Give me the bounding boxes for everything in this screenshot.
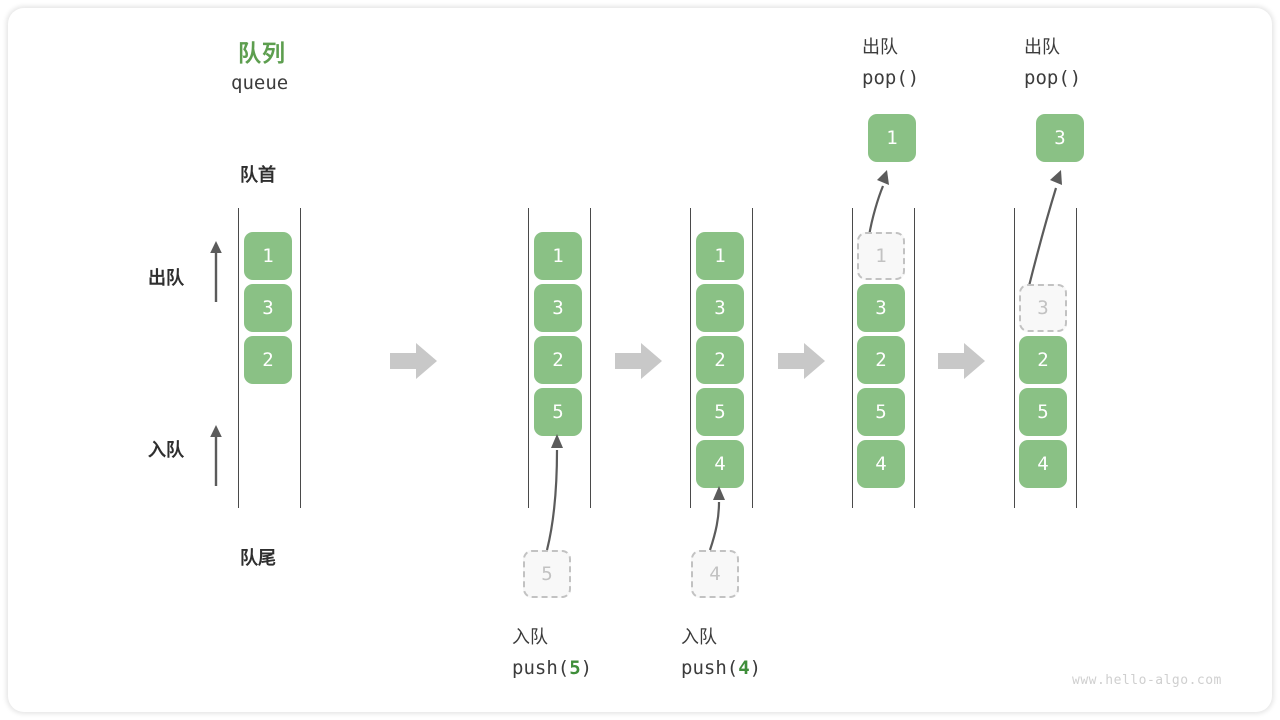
queue-rail-left (528, 208, 529, 508)
step-transition-arrow-icon (778, 343, 825, 379)
queue-front-label: 队首 (240, 165, 276, 185)
queue-cell: 5 (857, 388, 905, 436)
queue-cell: 1 (244, 232, 292, 280)
queue-cell: 2 (244, 336, 292, 384)
queue-cell-ghost: 1 (857, 232, 905, 280)
push-motion-arrow-icon (545, 434, 563, 551)
queue-rail-left (1014, 208, 1015, 508)
pop-motion-arrow-icon (1026, 170, 1062, 291)
diagram-title-cn: 队列 (238, 40, 286, 66)
queue-rear-label: 队尾 (240, 548, 276, 568)
queue-rail-right (914, 208, 915, 508)
queue-cell: 2 (1019, 336, 1067, 384)
queue-cell: 5 (696, 388, 744, 436)
enqueue-direction-arrow-icon (210, 425, 222, 486)
queue-rail-left (852, 208, 853, 508)
operation-code-prefix: push( (681, 657, 739, 679)
queue-cell: 2 (534, 336, 582, 384)
operation-code-arg: 5 (569, 657, 581, 679)
queue-cell-ghost: 3 (1019, 284, 1067, 332)
operation-code-suffix: ) (749, 657, 762, 679)
operation-code: push(4) (681, 657, 761, 679)
queue-cell: 2 (696, 336, 744, 384)
queue-cell: 3 (244, 284, 292, 332)
queue-cell: 1 (696, 232, 744, 280)
operation-label-cn: 出队 (862, 37, 898, 57)
incoming-element-ghost: 4 (691, 550, 739, 598)
queue-cell: 3 (857, 284, 905, 332)
push-motion-arrow-icon (708, 486, 725, 551)
diagram-title-en: queue (231, 72, 289, 94)
step-transition-arrow-icon (938, 343, 985, 379)
operation-code: pop() (1024, 67, 1082, 89)
queue-rail-left (238, 208, 239, 508)
queue-cell: 3 (696, 284, 744, 332)
popped-element: 1 (868, 114, 916, 162)
operation-label-cn: 出队 (1024, 37, 1060, 57)
dequeue-direction-arrow-icon (210, 241, 222, 302)
operation-code-suffix: ) (580, 657, 593, 679)
dequeue-direction-label: 出队 (148, 268, 184, 288)
enqueue-direction-label: 入队 (148, 440, 184, 460)
incoming-element-ghost: 5 (523, 550, 571, 598)
operation-code-prefix: push( (512, 657, 570, 679)
step-transition-arrow-icon (390, 343, 437, 379)
queue-rail-right (300, 208, 301, 508)
site-watermark: www.hello-algo.com (1072, 673, 1222, 688)
queue-cell: 2 (857, 336, 905, 384)
operation-code-arg: 4 (738, 657, 750, 679)
queue-cell: 4 (857, 440, 905, 488)
queue-rail-right (590, 208, 591, 508)
step-transition-arrow-icon (615, 343, 662, 379)
queue-rail-right (1076, 208, 1077, 508)
operation-label-cn: 入队 (512, 627, 548, 647)
queue-cell: 5 (1019, 388, 1067, 436)
queue-cell: 3 (534, 284, 582, 332)
operation-code: pop() (862, 67, 920, 89)
operation-code: push(5) (512, 657, 592, 679)
popped-element: 3 (1036, 114, 1084, 162)
pop-motion-arrow-icon (867, 170, 889, 237)
queue-cell: 5 (534, 388, 582, 436)
queue-rail-right (752, 208, 753, 508)
queue-cell: 4 (696, 440, 744, 488)
queue-cell: 1 (534, 232, 582, 280)
queue-cell: 4 (1019, 440, 1067, 488)
operation-label-cn: 入队 (681, 627, 717, 647)
queue-rail-left (690, 208, 691, 508)
